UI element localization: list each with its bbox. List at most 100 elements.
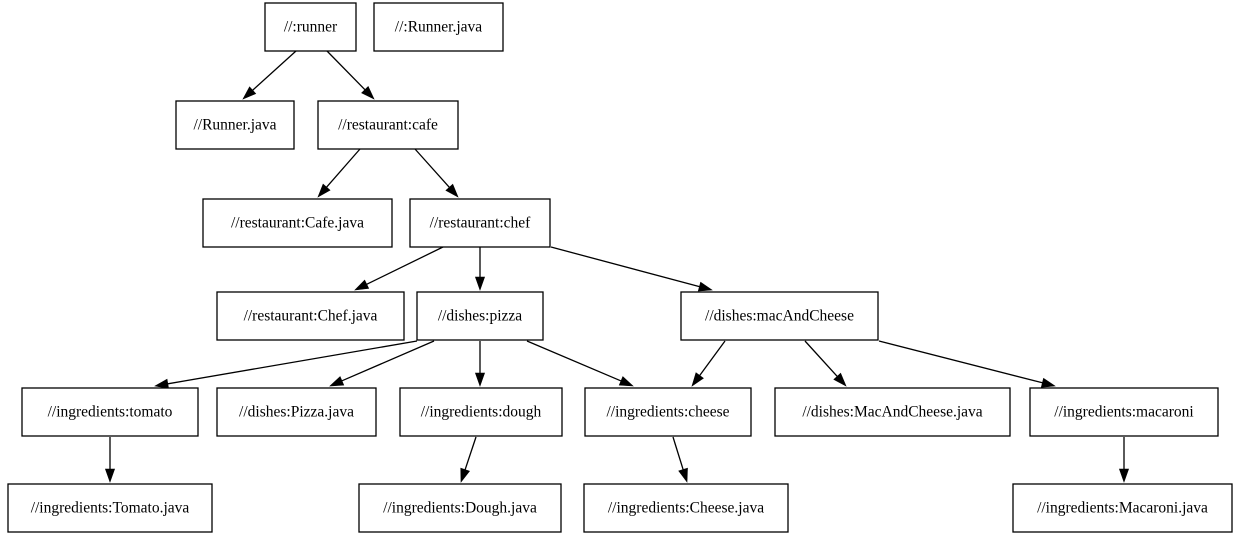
edge-line — [167, 340, 418, 385]
edge-arrowhead — [361, 85, 375, 100]
node-label: //ingredients:Dough.java — [383, 500, 537, 517]
graph-node-cheese_java[interactable]: //ingredients:Cheese.java — [583, 483, 789, 533]
node-box[interactable] — [216, 291, 405, 341]
graph-node-macaroni_java[interactable]: //ingredients:Macaroni.java — [1012, 483, 1233, 533]
graph-node-dough_java[interactable]: //ingredients:Dough.java — [358, 483, 562, 533]
graph-edge — [154, 340, 418, 389]
node-label: //Runner.java — [193, 117, 276, 134]
graph-node-tomato_java[interactable]: //ingredients:Tomato.java — [7, 483, 213, 533]
edge-line — [804, 340, 838, 377]
node-box[interactable] — [175, 100, 295, 150]
node-label: //ingredients:tomato — [48, 404, 173, 421]
node-box[interactable] — [409, 198, 551, 248]
edge-arrowhead — [445, 183, 459, 198]
graph-edge — [354, 246, 444, 291]
node-label: //restaurant:Chef.java — [244, 308, 378, 325]
graph-edge — [526, 340, 634, 387]
graph-node-mac_java[interactable]: //dishes:MacAndCheese.java — [774, 387, 1011, 437]
nodes-layer: //:runner //:Runner.java //Runner.java //re… — [7, 2, 1233, 533]
edges-layer — [104, 50, 1130, 483]
node-label: //:runner — [284, 19, 338, 36]
edge-arrowhead — [691, 372, 704, 387]
graph-node-chef_java[interactable]: //restaurant:Chef.java — [216, 291, 405, 341]
graph-edge — [242, 50, 297, 100]
node-label: //ingredients:macaroni — [1054, 404, 1194, 421]
graph-node-pizza_java[interactable]: //dishes:Pizza.java — [216, 387, 377, 437]
node-box[interactable] — [774, 387, 1011, 437]
edge-line — [326, 50, 366, 91]
graph-edge — [550, 246, 713, 292]
edge-line — [699, 340, 726, 376]
graph-node-dishes_mac[interactable]: //dishes:macAndCheese — [680, 291, 879, 341]
node-label: //:Runner.java — [395, 19, 483, 36]
edge-arrowhead — [1040, 377, 1056, 388]
graph-node-ing_cheese[interactable]: //ingredients:cheese — [584, 387, 752, 437]
edge-arrowhead — [618, 376, 634, 387]
node-label: //restaurant:Cafe.java — [231, 215, 364, 232]
graph-edge — [474, 341, 486, 387]
graph-node-restaurant_chef[interactable]: //restaurant:chef — [409, 198, 551, 248]
node-box[interactable] — [264, 2, 357, 52]
edge-arrowhead — [329, 376, 345, 387]
node-box[interactable] — [373, 2, 504, 52]
edge-arrowhead — [354, 279, 370, 291]
edge-line — [550, 246, 700, 288]
node-label: //ingredients:Macaroni.java — [1037, 500, 1208, 517]
node-box[interactable] — [680, 291, 879, 341]
edge-line — [464, 436, 477, 470]
node-box[interactable] — [7, 483, 213, 533]
graph-node-runner_java[interactable]: //Runner.java — [175, 100, 295, 150]
edge-line — [526, 340, 622, 382]
node-box[interactable] — [584, 387, 752, 437]
graph-edge — [329, 340, 435, 387]
node-box[interactable] — [317, 100, 459, 150]
node-box[interactable] — [583, 483, 789, 533]
node-box[interactable] — [21, 387, 199, 437]
node-box[interactable] — [216, 387, 377, 437]
edge-line — [252, 50, 297, 91]
edge-arrowhead — [104, 468, 116, 483]
node-box[interactable] — [416, 291, 544, 341]
graph-edge — [326, 50, 375, 100]
node-box[interactable] — [358, 483, 562, 533]
node-box[interactable] — [1029, 387, 1219, 437]
edge-arrowhead — [697, 281, 713, 292]
graph-edge — [414, 148, 459, 198]
edge-line — [878, 340, 1043, 384]
edge-arrowhead — [474, 276, 486, 291]
edge-arrowhead — [678, 467, 688, 483]
edge-arrowhead — [154, 378, 169, 389]
edge-line — [414, 148, 450, 188]
graph-edge — [474, 247, 486, 291]
edge-arrowhead — [474, 372, 486, 387]
graph-node-ing_macaroni[interactable]: //ingredients:macaroni — [1029, 387, 1219, 437]
graph-edge — [804, 340, 847, 387]
node-label: //ingredients:cheese — [606, 404, 729, 421]
graph-edge — [317, 148, 361, 198]
node-box[interactable] — [1012, 483, 1233, 533]
node-label: //ingredients:Tomato.java — [31, 500, 190, 517]
edge-line — [366, 246, 444, 285]
graph-node-restaurant_cafe[interactable]: //restaurant:cafe — [317, 100, 459, 150]
node-box[interactable] — [202, 198, 393, 248]
graph-node-cafe_java[interactable]: //restaurant:Cafe.java — [202, 198, 393, 248]
graph-node-dishes_pizza[interactable]: //dishes:pizza — [416, 291, 544, 341]
edge-line — [672, 436, 684, 470]
edge-arrowhead — [1118, 468, 1130, 483]
graph-node-ing_dough[interactable]: //ingredients:dough — [399, 387, 563, 437]
graph-edge — [691, 340, 726, 387]
node-label: //dishes:macAndCheese — [705, 308, 854, 325]
node-label: //dishes:MacAndCheese.java — [802, 404, 982, 421]
graph-edge — [1118, 437, 1130, 483]
graph-node-runner[interactable]: //:runner — [264, 2, 357, 52]
graph-node-ing_tomato[interactable]: //ingredients:tomato — [21, 387, 199, 437]
node-label: //dishes:pizza — [438, 308, 522, 325]
node-label: //restaurant:cafe — [338, 117, 438, 134]
graph-node-runner_java_root[interactable]: //:Runner.java — [373, 2, 504, 52]
node-box[interactable] — [399, 387, 563, 437]
graph-edge — [878, 340, 1056, 388]
edge-arrowhead — [242, 86, 257, 100]
edge-arrowhead — [460, 467, 470, 483]
